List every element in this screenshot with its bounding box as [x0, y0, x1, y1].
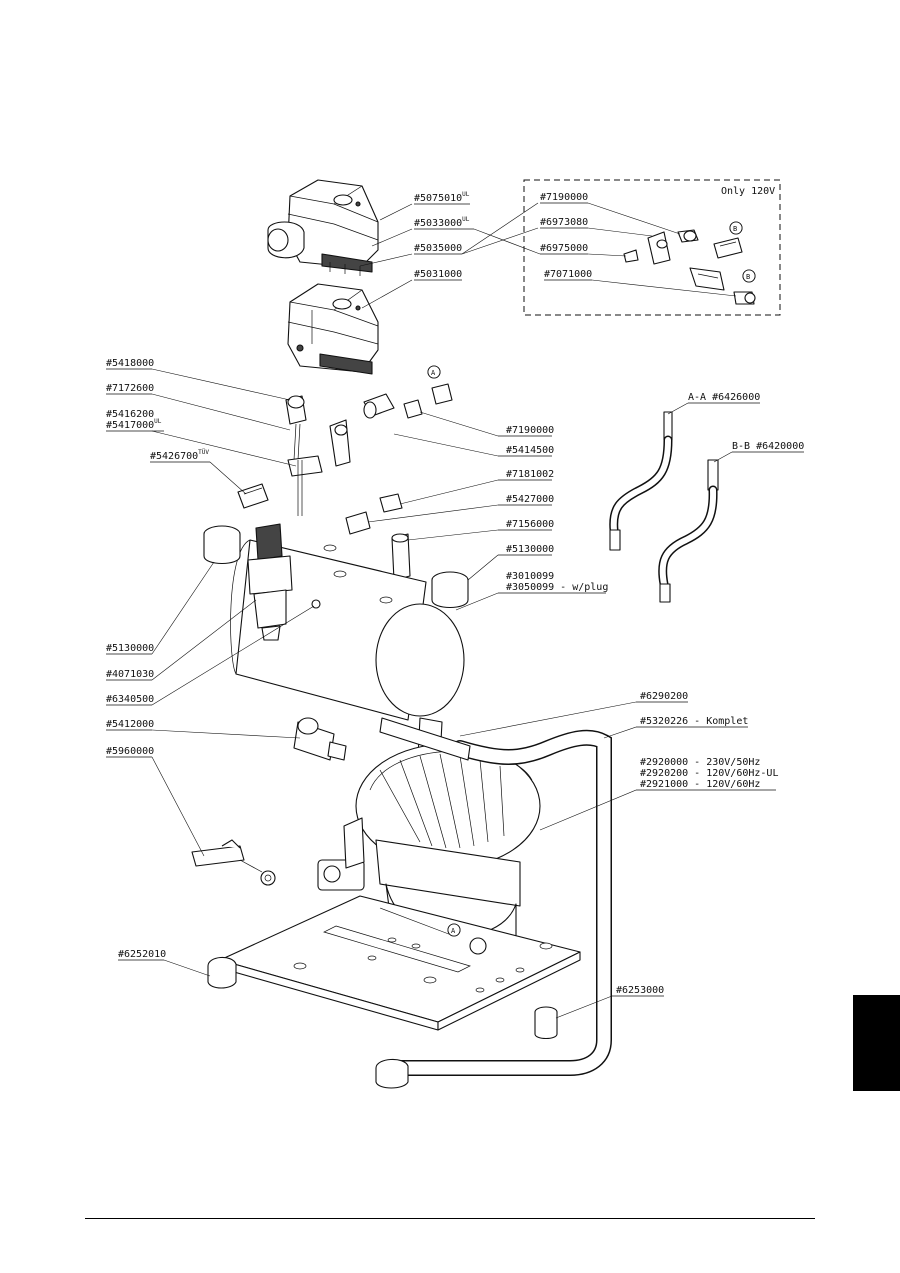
pressure-switch-lower: [287, 283, 379, 375]
label-5427000: #5427000: [506, 494, 554, 505]
variant-box-title: Only 120V: [721, 186, 775, 197]
label-5035000: #5035000: [414, 243, 462, 254]
label-4071030: #4071030: [106, 669, 154, 680]
label-7190000-mid: #7190000: [506, 425, 554, 436]
label-5417000: #5417000UL: [106, 418, 162, 431]
variant-box: [523, 179, 781, 316]
label-2921000: #2921000 - 120V/60Hz: [640, 779, 760, 790]
hose-aa: [609, 411, 673, 551]
valve-fittings: [237, 365, 453, 581]
label-7181002: #7181002: [506, 469, 554, 480]
feet: [207, 956, 558, 1089]
frame-tube: [379, 717, 612, 1076]
filter-regulator: [247, 523, 321, 641]
label-7071000: #7071000: [544, 269, 592, 280]
label-7156000: #7156000: [506, 519, 554, 530]
label-5320226: #5320226 - Komplet: [640, 716, 748, 727]
label-3010099: #3010099: [506, 571, 554, 582]
label-5031000: #5031000: [414, 269, 462, 280]
label-2920000: #2920000 - 230V/50Hz: [640, 757, 760, 768]
compressor-motor: [317, 743, 541, 955]
callout-markers: A A B B: [427, 221, 756, 937]
label-6252010: #6252010: [118, 949, 166, 960]
label-5033000: #5033000UL: [414, 216, 470, 229]
silencer: [293, 717, 347, 761]
label-5130000-right: #5130000: [506, 544, 554, 555]
label-5418000: #5418000: [106, 358, 154, 369]
label-7172600: #7172600: [106, 383, 154, 394]
label-6973080: #6973080: [540, 217, 588, 228]
label-5130000-left: #5130000: [106, 643, 154, 654]
part-labels: #5075010UL #5033000UL #5035000 #5031000 …: [106, 186, 804, 997]
callout-b-2: B: [746, 273, 750, 281]
callout-a-1: A: [431, 369, 436, 377]
label-5412000: #5412000: [106, 719, 154, 730]
base-plate: [219, 895, 581, 1031]
callout-b-1: B: [733, 225, 737, 233]
pressure-switch-upper: [267, 179, 379, 276]
label-2920200: #2920200 - 120V/60Hz-UL: [640, 768, 778, 779]
label-5075010: #5075010UL: [414, 191, 470, 204]
hose-bb: [658, 459, 719, 603]
label-hose-bb: B-B #6420000: [732, 441, 804, 452]
gauge-covers: [203, 525, 469, 609]
label-6975000: #6975000: [540, 243, 588, 254]
callout-a-2: A: [451, 927, 456, 935]
label-5416200: #5416200: [106, 409, 154, 420]
cable-part: [191, 839, 276, 886]
label-hose-aa: A-A #6426000: [688, 392, 760, 403]
label-7190000-top: #7190000: [540, 192, 588, 203]
section-tab: [853, 995, 900, 1091]
label-6290200: #6290200: [640, 691, 688, 702]
leader-lines: [151, 202, 737, 1019]
label-3050099: #3050099 - w/plug: [506, 582, 608, 593]
label-6253000: #6253000: [616, 985, 664, 996]
label-5414500: #5414500: [506, 445, 554, 456]
footer-rule: [85, 1218, 815, 1219]
label-5426700: #5426700TÜV: [150, 449, 209, 462]
label-6340500: #6340500: [106, 694, 154, 705]
label-5960000: #5960000: [106, 746, 154, 757]
